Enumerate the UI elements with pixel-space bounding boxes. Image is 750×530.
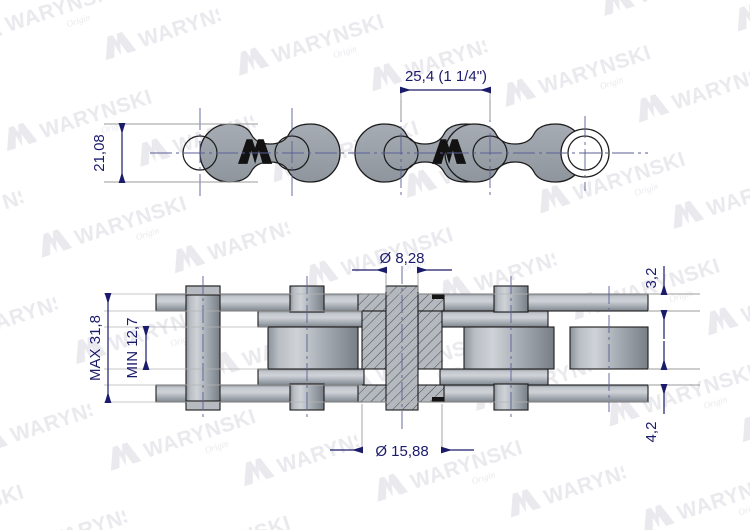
brand-mark-left-icon bbox=[238, 139, 273, 164]
brand-mark-right-icon bbox=[432, 139, 467, 164]
rollers bbox=[267, 326, 649, 370]
dimension-roller-diameter: Ø 15,88 bbox=[330, 404, 474, 460]
inner-plate-bottom-right bbox=[439, 368, 549, 386]
center-lines-section bbox=[202, 266, 610, 432]
outer-plate-top-right bbox=[443, 293, 649, 312]
dim-label-thickness-bottom: 4,2 bbox=[643, 422, 660, 443]
dimension-thickness-bottom: 4,2 bbox=[643, 341, 700, 442]
reference-rules bbox=[104, 293, 648, 403]
inner-plate-bottom-left bbox=[257, 368, 365, 386]
dimension-pitch: 25,4 (1 1/4") bbox=[400, 68, 491, 120]
roller-right bbox=[463, 326, 555, 370]
brand-marks bbox=[238, 139, 467, 164]
dimension-pin-diameter: Ø 8,28 bbox=[352, 250, 452, 292]
dimension-width-max: MAX 31,8 bbox=[87, 293, 112, 403]
extension-lines-height bbox=[104, 123, 258, 183]
inner-plate-top-left bbox=[257, 310, 365, 328]
dim-label-width-min: MIN 12,7 bbox=[124, 318, 141, 379]
dimension-thickness-top: 3,2 bbox=[643, 266, 700, 339]
dim-label-pitch: 25,4 (1 1/4") bbox=[405, 68, 487, 85]
dim-label-roller-diameter: Ø 15,88 bbox=[375, 443, 428, 460]
section-bushing-left bbox=[361, 310, 387, 370]
cross-section-view: Ø 8,28 Ø 15,88 MAX 31,8 MIN 12,7 bbox=[87, 250, 700, 460]
dim-label-pin-diameter: Ø 8,28 bbox=[379, 250, 424, 267]
notch-bottom bbox=[432, 397, 444, 402]
section-bushing-right bbox=[417, 310, 443, 370]
side-elevation-view: 21,08 25,4 (1 1/4") bbox=[91, 68, 648, 199]
section-assembly bbox=[357, 285, 445, 411]
inner-plate-top-right bbox=[439, 310, 549, 328]
notch-top bbox=[432, 294, 444, 299]
roller-left bbox=[267, 326, 359, 370]
outer-plate-bottom-right bbox=[443, 384, 649, 403]
dim-label-plate-height: 21,08 bbox=[91, 134, 108, 172]
dimension-width-min: MIN 12,7 bbox=[124, 318, 150, 379]
dimension-plate-height: 21,08 bbox=[91, 123, 126, 183]
dim-label-width-max: MAX 31,8 bbox=[87, 315, 104, 381]
dim-label-thickness-top: 3,2 bbox=[643, 268, 660, 289]
